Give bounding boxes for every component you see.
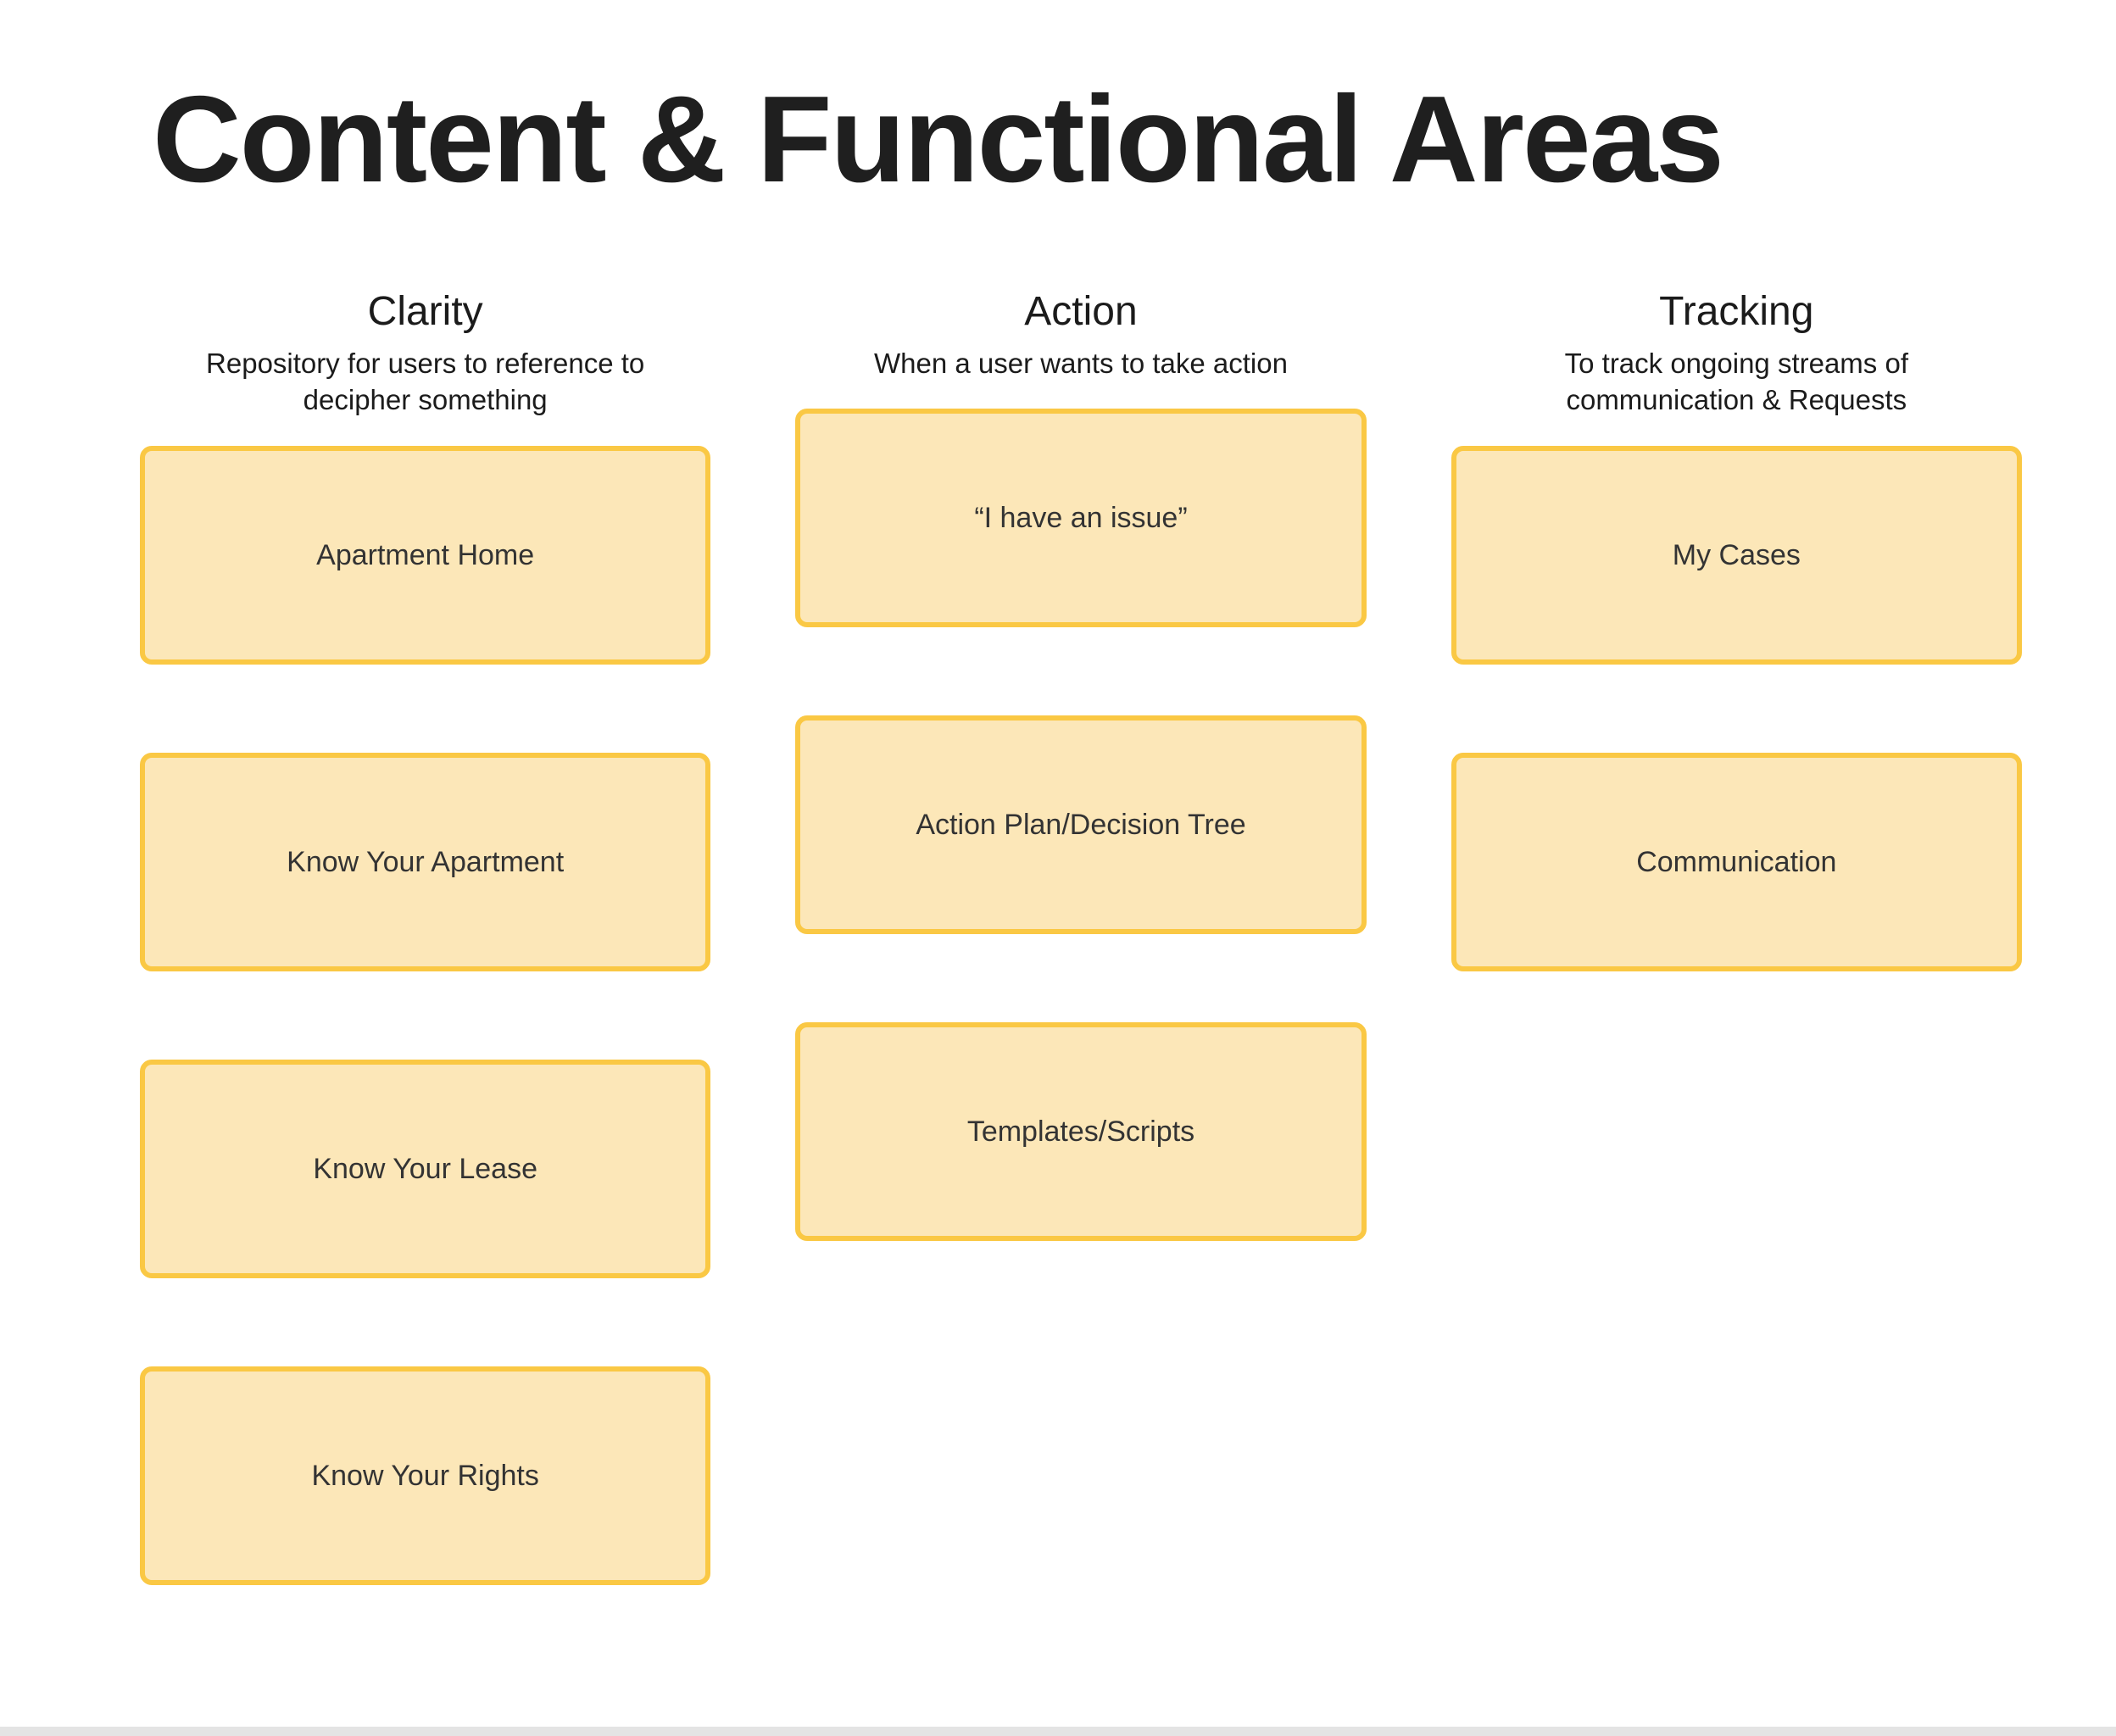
- card-label: Apartment Home: [316, 538, 535, 571]
- card-templates-scripts[interactable]: Templates/Scripts: [795, 1022, 1367, 1242]
- card-know-your-lease[interactable]: Know Your Lease: [140, 1059, 711, 1278]
- column-clarity: Clarity Repository for users to referenc…: [140, 288, 711, 1585]
- column-title-tracking: Tracking: [1659, 289, 1814, 334]
- card-list-tracking: My Cases Communication: [1451, 445, 2022, 971]
- card-label: Know Your Lease: [313, 1152, 537, 1185]
- card-know-your-apartment[interactable]: Know Your Apartment: [140, 752, 711, 971]
- column-action: Action When a user wants to take action …: [795, 288, 1367, 1585]
- column-title-clarity: Clarity: [367, 289, 483, 334]
- card-communication[interactable]: Communication: [1451, 752, 2022, 971]
- card-apartment-home[interactable]: Apartment Home: [140, 445, 711, 665]
- card-label: “I have an issue”: [974, 502, 1188, 535]
- card-list-clarity: Apartment Home Know Your Apartment Know …: [140, 445, 711, 1585]
- column-subtitle-clarity: Repository for users to reference to dec…: [206, 347, 645, 416]
- column-header-clarity: Clarity Repository for users to referenc…: [140, 288, 710, 419]
- card-label: Action Plan/Decision Tree: [916, 809, 1246, 842]
- bottom-divider-bar: [0, 1727, 2116, 1736]
- column-tracking: Tracking To track ongoing streams of com…: [1451, 288, 2022, 1585]
- card-my-cases[interactable]: My Cases: [1451, 445, 2022, 665]
- card-label: Templates/Scripts: [966, 1116, 1195, 1149]
- card-list-action: “I have an issue” Action Plan/Decision T…: [795, 409, 1367, 1242]
- column-subtitle-action: When a user wants to take action: [874, 347, 1288, 379]
- card-know-your-rights[interactable]: Know Your Rights: [140, 1366, 711, 1585]
- card-label: Communication: [1636, 845, 1837, 878]
- columns-board: Clarity Repository for users to referenc…: [140, 288, 2022, 1585]
- column-subtitle-tracking: To track ongoing streams of communicatio…: [1564, 347, 1908, 416]
- column-header-action: Action When a user wants to take action: [795, 288, 1366, 381]
- card-action-plan-decision-tree[interactable]: Action Plan/Decision Tree: [795, 715, 1367, 935]
- column-header-tracking: Tracking To track ongoing streams of com…: [1451, 288, 2022, 419]
- card-i-have-an-issue[interactable]: “I have an issue”: [795, 409, 1367, 628]
- column-title-action: Action: [1024, 289, 1138, 334]
- card-label: Know Your Apartment: [287, 845, 565, 878]
- card-label: My Cases: [1672, 538, 1801, 571]
- page-title: Content & Functional Areas: [153, 70, 1724, 208]
- card-label: Know Your Rights: [311, 1459, 539, 1492]
